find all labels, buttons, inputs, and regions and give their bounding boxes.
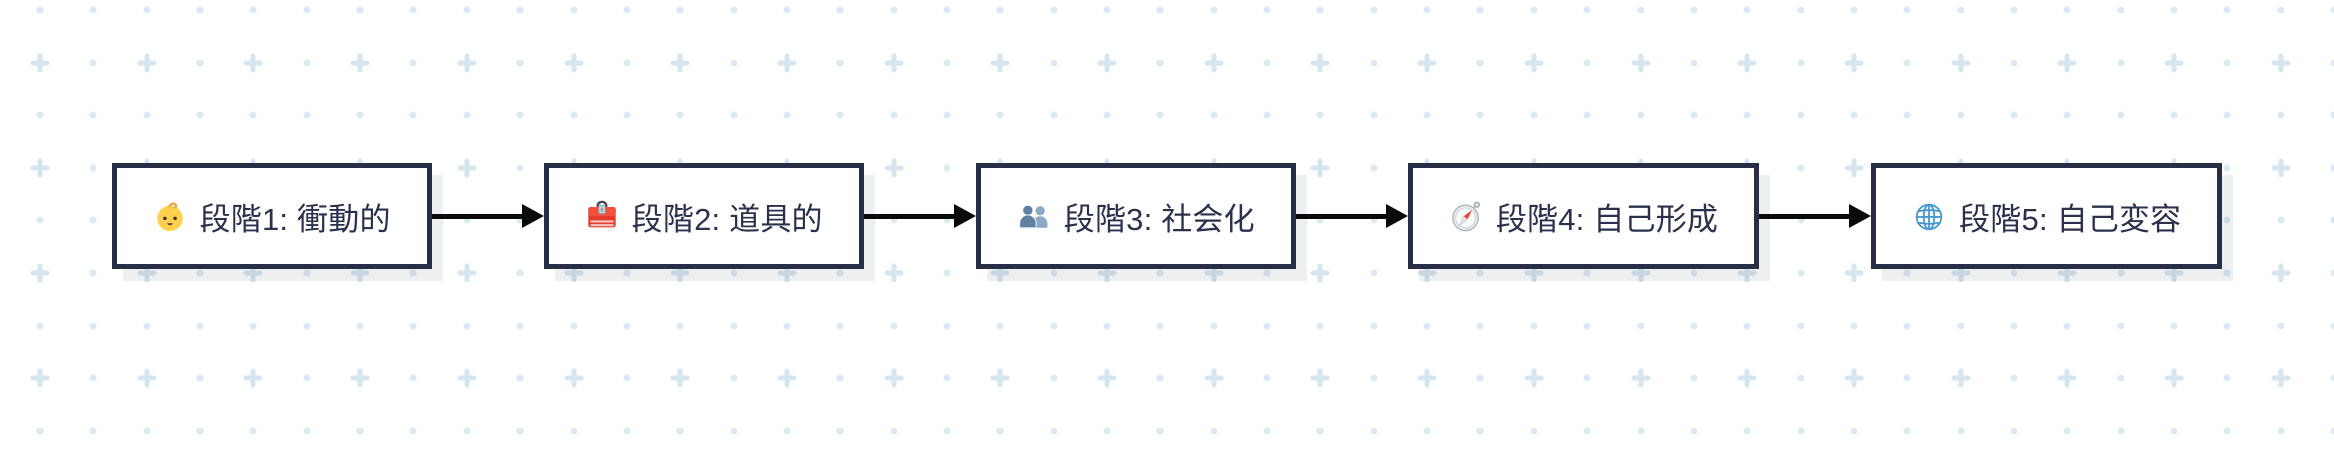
arrow-head-icon [521, 204, 544, 228]
flow-node-stage3[interactable]: 段階3: 社会化 [975, 163, 1296, 269]
toolbox-icon [587, 200, 616, 228]
flow-node-stage5[interactable]: 段階5: 自己変容 [1871, 163, 2223, 269]
arrow-stage4-stage5[interactable] [1759, 204, 1872, 228]
arrow-head-icon [1849, 204, 1872, 228]
arrow-stage2-stage3[interactable] [863, 204, 976, 228]
compass-icon [1451, 201, 1480, 232]
arrow-shaft [1759, 213, 1851, 219]
node-label-stage2: 段階2: 道具的 [631, 201, 823, 237]
baby-icon [156, 202, 183, 232]
arrow-stage3-stage4[interactable] [1295, 204, 1408, 228]
node-label-stage1: 段階1: 衝動的 [199, 201, 391, 237]
flow-row: 段階1: 衝動的 段階2: 道具的 [0, 163, 2334, 269]
node-label-stage3: 段階3: 社会化 [1063, 201, 1255, 237]
flow-node-stage4[interactable]: 段階4: 自己形成 [1407, 163, 1760, 269]
arrow-shaft [1295, 213, 1387, 219]
arrow-head-icon [1385, 204, 1408, 228]
arrow-head-icon [953, 204, 976, 228]
node-label-stage5: 段階5: 自己変容 [1959, 201, 2182, 237]
busts-icon [1018, 204, 1048, 229]
flow-node-stage1[interactable]: 段階1: 衝動的 [111, 163, 432, 269]
globe-icon [1915, 203, 1943, 231]
arrow-shaft [431, 213, 523, 219]
arrow-stage1-stage2[interactable] [431, 204, 544, 228]
flow-node-stage2[interactable]: 段階2: 道具的 [543, 163, 864, 269]
node-label-stage4: 段階4: 自己形成 [1495, 201, 1719, 237]
arrow-shaft [863, 213, 955, 219]
